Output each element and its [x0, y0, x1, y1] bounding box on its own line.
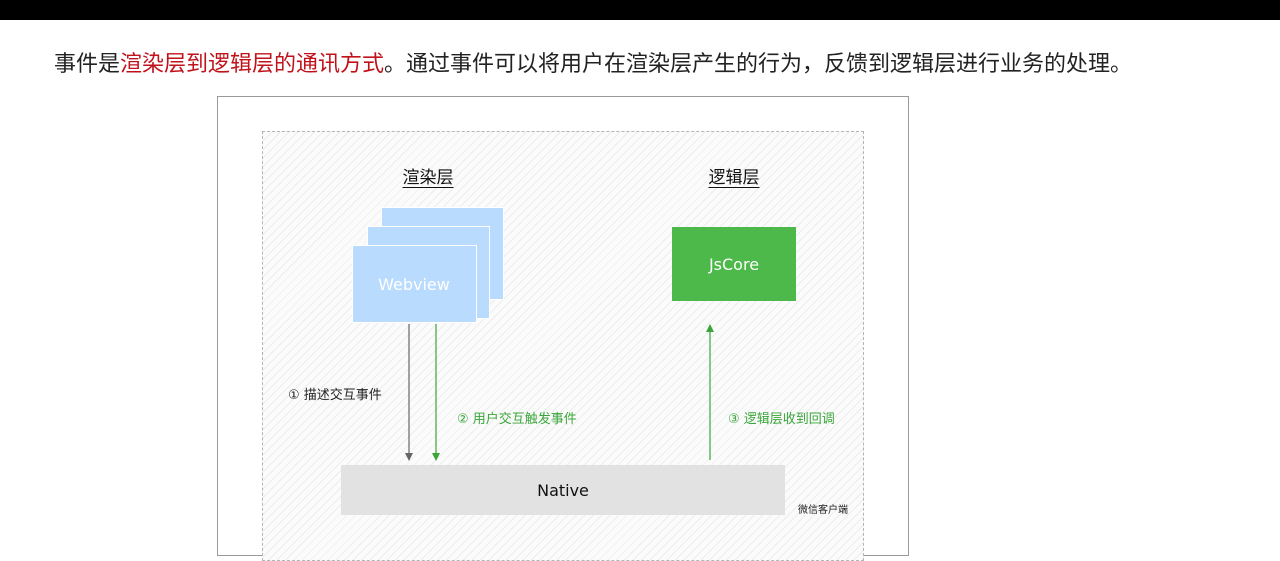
client-label: 微信客户端 — [798, 505, 848, 516]
webview-card-front — [352, 245, 477, 323]
step-describe-event: ① 描述交互事件 — [288, 388, 382, 403]
intro-suffix: 。通过事件可以将用户在渲染层产生的行为，反馈到逻辑层进行业务的处理。 — [384, 52, 1133, 77]
jscore-box: JsCore — [672, 227, 796, 301]
logic-layer-title: 逻辑层 — [708, 168, 760, 188]
arrows-layer — [405, 324, 714, 461]
intro-paragraph: 事件是渲染层到逻辑层的通讯方式。通过事件可以将用户在渲染层产生的行为，反馈到逻辑… — [54, 48, 1132, 82]
native-label: Native — [537, 480, 589, 500]
render-layer-title: 渲染层 — [402, 168, 454, 188]
intro-highlight: 渲染层到逻辑层的通讯方式 — [120, 52, 385, 77]
intro-prefix: 事件是 — [54, 52, 121, 77]
step-logic-callback: ③ 逻辑层收到回调 — [728, 412, 835, 427]
jscore-label: JsCore — [708, 254, 760, 274]
webview-label: Webview — [378, 274, 450, 294]
native-box: Native — [341, 465, 785, 515]
arrow-describe-event — [405, 324, 413, 461]
step-user-trigger: ② 用户交互触发事件 — [457, 412, 577, 427]
top-black-bar — [0, 0, 1280, 20]
arrow-logic-callback — [706, 324, 714, 460]
arrow-user-trigger — [432, 324, 440, 461]
